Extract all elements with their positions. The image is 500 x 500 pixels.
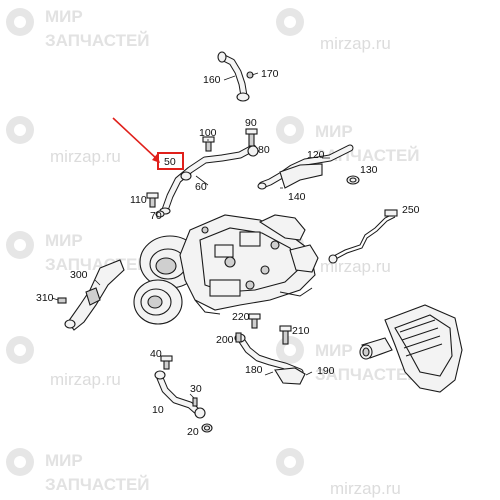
part-10-pipe — [154, 355, 213, 433]
part-label-10: 10 — [152, 404, 164, 416]
watermark-line1: МИР — [45, 7, 83, 26]
watermark-line1: МИР — [315, 122, 353, 141]
part-label-90: 90 — [245, 117, 257, 129]
part-label-80: 80 — [258, 144, 270, 156]
watermark-line2: ЗАПЧАСТЕЙ — [315, 365, 420, 384]
part-number-labels: 160 170 100 90 80 60 110 70 120 130 140 … — [36, 68, 420, 438]
callout-50: 50 — [112, 117, 184, 170]
watermark-domain: mirzap.ru — [320, 34, 391, 53]
part-label-130: 130 — [360, 164, 378, 176]
part-label-170: 170 — [261, 68, 279, 80]
part-label-250: 250 — [402, 204, 420, 216]
part-label-190: 190 — [317, 365, 335, 377]
part-160-hose — [217, 51, 259, 102]
bolt-100-icon — [202, 136, 215, 152]
washer-70-icon — [155, 210, 165, 218]
bolt-110-icon — [146, 192, 159, 208]
part-label-120: 120 — [307, 149, 325, 161]
watermark-line2: ЗАПЧАСТЕЙ — [45, 475, 150, 494]
part-label-20: 20 — [187, 426, 199, 438]
watermark-group: МИР ЗАПЧАСТЕЙ mirzap.ru МИР ЗАПЧАСТЕЙ mi… — [6, 7, 420, 498]
watermark-domain: mirzap.ru — [50, 370, 121, 389]
part-label-220: 220 — [232, 311, 250, 323]
part-label-110: 110 — [130, 194, 147, 206]
watermark-domain: mirzap.ru — [320, 257, 391, 276]
part-label-100: 100 — [199, 127, 217, 139]
part-label-160: 160 — [203, 74, 221, 86]
part-label-210: 210 — [292, 325, 310, 337]
watermark-line1: МИР — [45, 451, 83, 470]
watermark-line1: МИР — [315, 341, 353, 360]
part-label-40: 40 — [150, 348, 162, 360]
turbocharger-assembly — [133, 214, 319, 325]
callout-label: 50 — [164, 156, 176, 168]
watermark-line2: ЗАПЧАСТЕЙ — [45, 31, 150, 50]
watermark-domain: mirzap.ru — [330, 479, 401, 498]
watermark-line1: МИР — [45, 231, 83, 250]
part-label-180: 180 — [245, 364, 263, 376]
part-label-140: 140 — [288, 191, 306, 203]
part-label-30: 30 — [190, 383, 202, 395]
part-label-310: 310 — [36, 292, 54, 304]
part-label-60: 60 — [195, 181, 207, 193]
part-label-200: 200 — [216, 334, 234, 346]
part-250-sensor — [328, 209, 398, 264]
part-label-70: 70 — [150, 210, 162, 222]
part-300-bracket — [51, 259, 125, 331]
part-50-pipe — [159, 144, 257, 215]
egr-cooler-unit — [359, 304, 463, 393]
watermark-line2: ЗАПЧАСТЕЙ — [45, 255, 150, 274]
part-label-300: 300 — [70, 269, 88, 281]
part-120-pipe — [257, 144, 360, 190]
watermark-domain: mirzap.ru — [50, 147, 121, 166]
part-180-pipe — [234, 313, 313, 385]
bolt-90-icon — [245, 128, 259, 157]
